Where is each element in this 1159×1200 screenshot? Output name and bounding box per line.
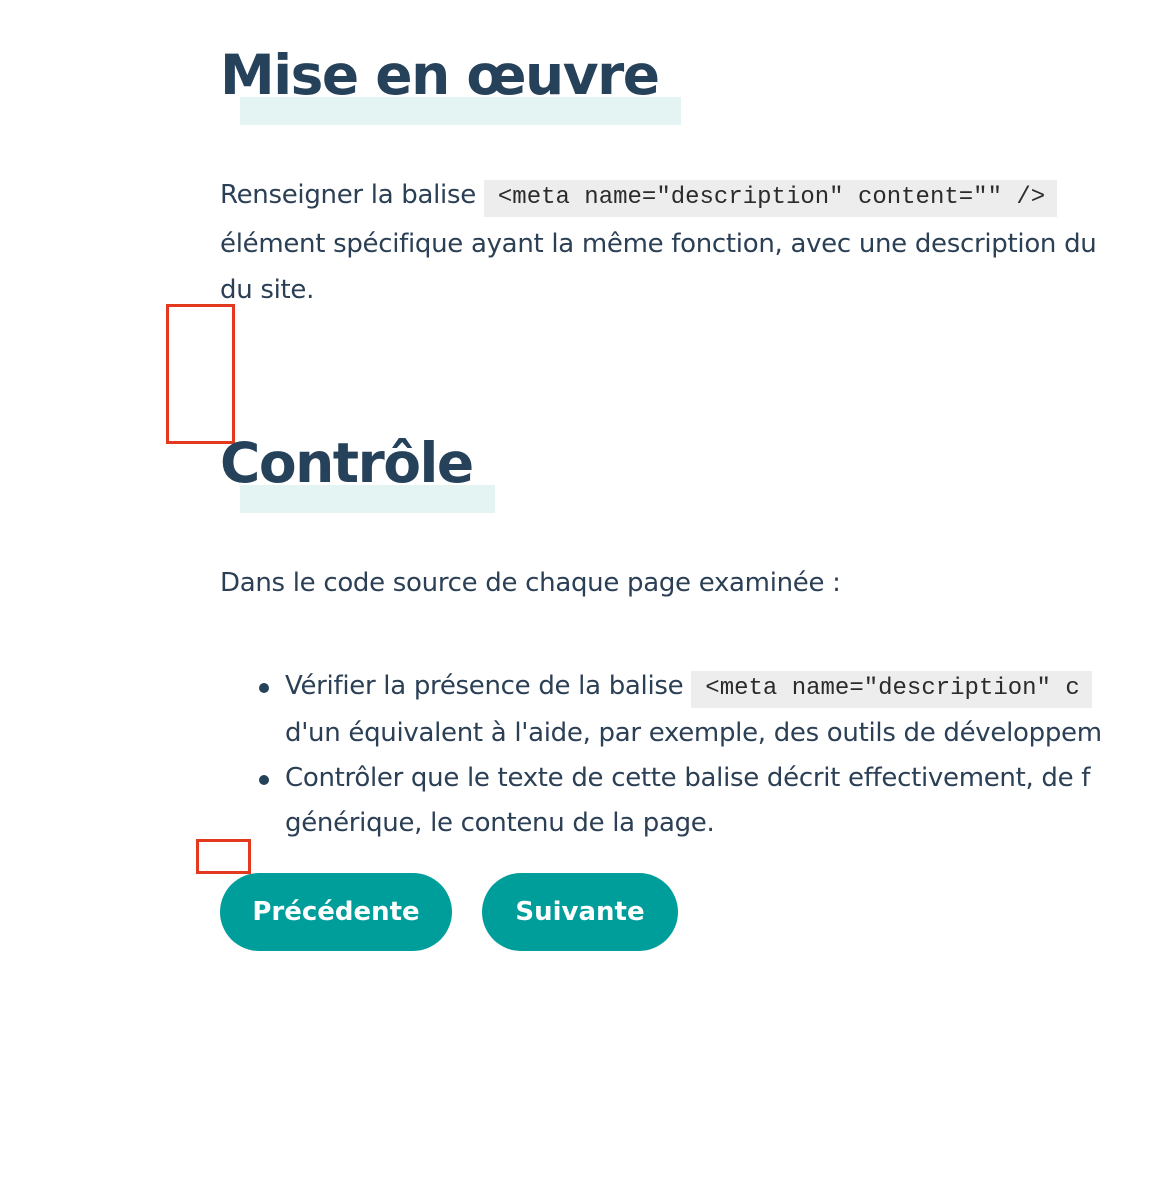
heading-text: Mise en œuvre: [220, 43, 680, 125]
control-checklist: Vérifier la présence de la balise <meta …: [257, 664, 1102, 846]
annotation-box: [166, 304, 235, 444]
annotation-box: [196, 839, 251, 874]
list-item-text-line2: d'un équivalent à l'aide, par exemple, d…: [285, 718, 1102, 748]
heading-text: Contrôle: [220, 431, 495, 513]
section-heading-control: Contrôle: [220, 431, 495, 513]
list-item-text: Contrôler que le texte de cette balise d…: [285, 763, 1091, 793]
control-intro: Dans le code source de chaque page exami…: [220, 568, 841, 598]
inline-code-meta-description: <meta name="description" c: [691, 671, 1092, 708]
next-button[interactable]: Suivante: [482, 873, 678, 951]
paragraph-text: Renseigner la balise: [220, 180, 484, 210]
bullet-icon: [259, 775, 269, 785]
implementation-paragraph: Renseigner la balise <meta name="descrip…: [220, 172, 1097, 313]
list-item: Vérifier la présence de la balise <meta …: [257, 664, 1102, 756]
bullet-icon: [259, 683, 269, 693]
list-item: Contrôler que le texte de cette balise d…: [257, 756, 1102, 846]
paragraph-text-line2: élément spécifique ayant la même fonctio…: [220, 229, 1097, 259]
section-heading-implementation: Mise en œuvre: [220, 43, 680, 125]
inline-code-meta-description: <meta name="description" content="" />: [483, 180, 1058, 217]
paragraph-text-line3: du site.: [220, 275, 315, 305]
list-item-text-line2: générique, le contenu de la page.: [285, 808, 715, 838]
previous-button[interactable]: Précédente: [220, 873, 452, 951]
list-item-text: Vérifier la présence de la balise: [285, 671, 692, 701]
